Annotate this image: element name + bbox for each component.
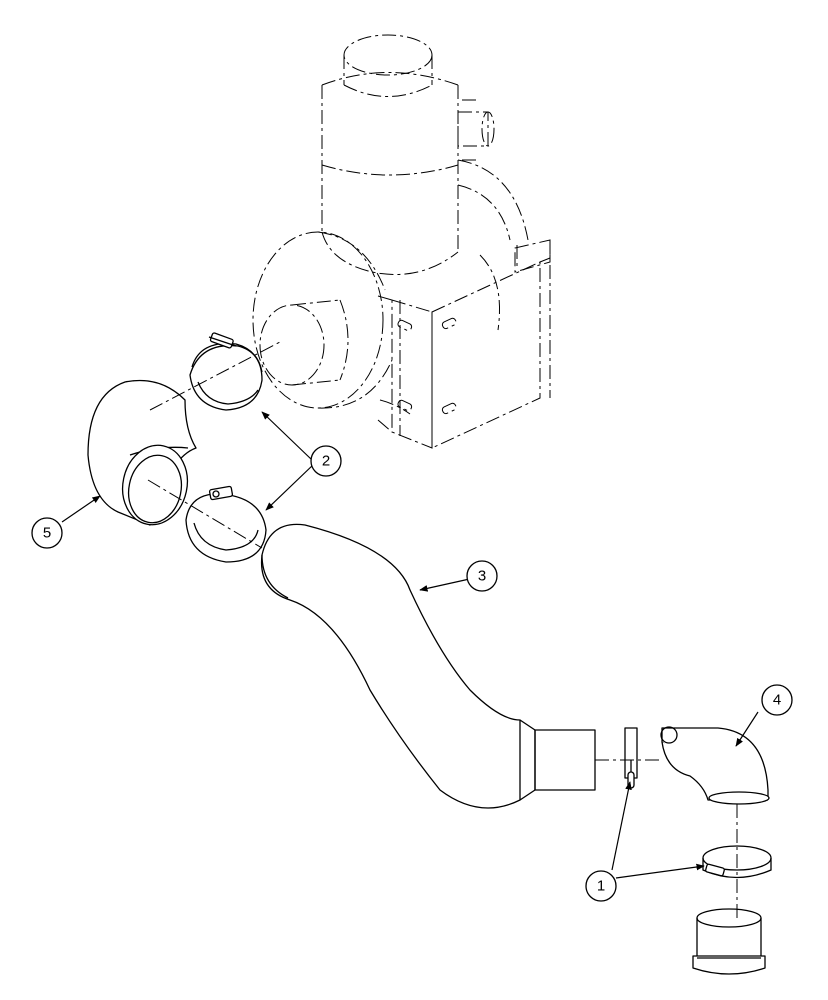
end-cap: [692, 908, 766, 975]
rear-housing: [457, 159, 529, 331]
callout-3-label: 3: [478, 568, 486, 585]
hose-clamp-upper: [189, 332, 263, 411]
callout-1-label: 1: [597, 878, 605, 895]
air-cleaner-assembly: [252, 34, 551, 449]
coupling-pin: [624, 727, 638, 789]
precleaner-cap: [321, 34, 459, 97]
housing-front: [252, 231, 393, 409]
centerlines: [147, 341, 738, 918]
callout-3: 3: [466, 560, 498, 592]
callout-1: 1: [585, 870, 617, 902]
callout-2-label: 2: [322, 453, 330, 470]
hose-clamp-lower: [185, 485, 267, 563]
outlet-stub: [259, 299, 349, 386]
hose-s-bend: [260, 523, 596, 809]
callout-5-label: 5: [43, 525, 51, 542]
callout-4-label: 4: [773, 692, 781, 709]
elbow-upper: [87, 379, 197, 526]
leader-lines: [61, 411, 759, 879]
mounting-bracket: [377, 239, 551, 449]
callout-2: 2: [310, 445, 342, 477]
callout-5: 5: [31, 517, 63, 549]
elbow-lower: [660, 726, 770, 805]
side-port: [457, 99, 495, 161]
canister-body: [321, 85, 459, 275]
callout-4: 4: [761, 684, 793, 716]
